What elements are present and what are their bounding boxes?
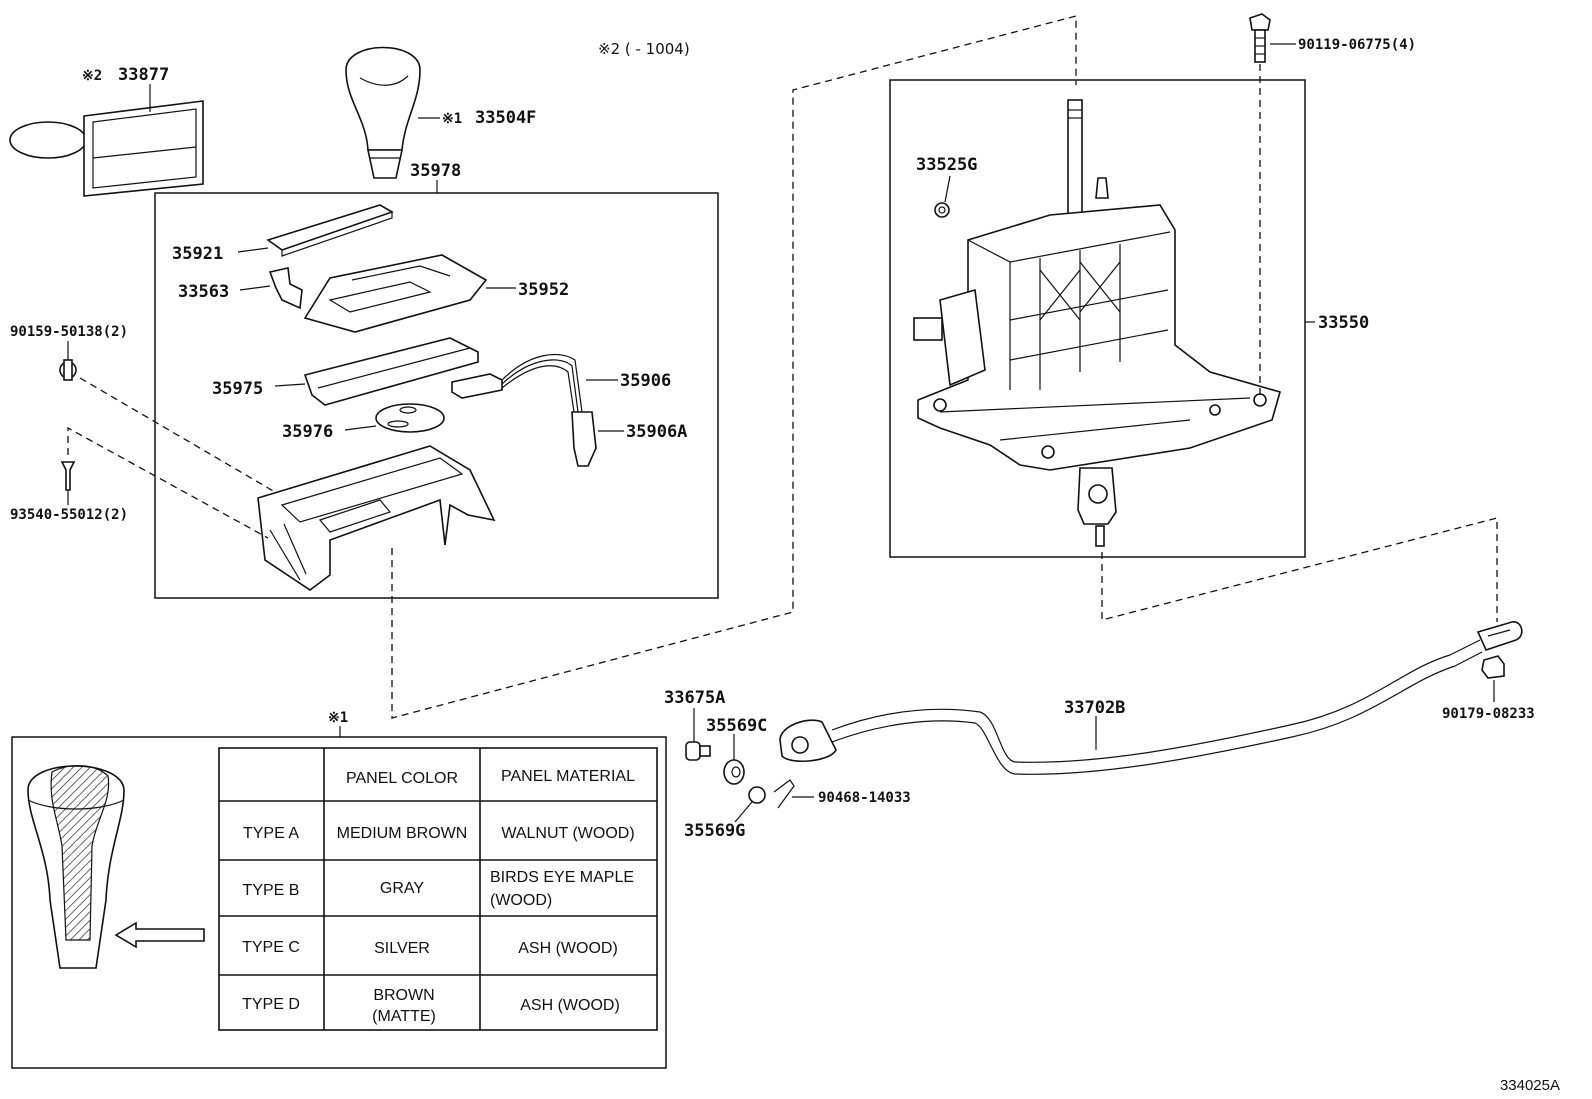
part-35921 [266, 204, 394, 257]
table-row-a-material: WALNUT (WOOD) [501, 825, 634, 842]
callout-35921: 35921 [172, 244, 223, 264]
part-33525G-washer [934, 202, 950, 218]
part-33504F-knob [345, 46, 421, 179]
table-header-panel-color: PANEL COLOR [346, 770, 458, 787]
callout-33525G: 33525G [916, 155, 977, 175]
part-35975 [303, 337, 479, 406]
table-row-b-type: TYPE B [243, 882, 300, 899]
part-90119-bolt [1249, 13, 1271, 63]
part-33702B-cable [779, 621, 1523, 775]
part-93540-screw [60, 461, 76, 491]
part-35569G [748, 786, 766, 804]
callout-90468: 90468-14033 [818, 790, 911, 806]
table-row-b-color: GRAY [380, 880, 424, 897]
part-33550-shifter [913, 99, 1281, 547]
callout-35906A: 35906A [626, 422, 687, 442]
panel-type-table: PANEL COLOR PANEL MATERIAL TYPE A MEDIUM… [218, 747, 658, 1031]
callout-90119: 90119-06775(4) [1298, 37, 1416, 53]
table-row-a-color: MEDIUM BROWN [337, 825, 468, 842]
detail-knob-illustration [27, 765, 125, 969]
header-note: ※2 ( - 1004) [598, 40, 690, 58]
detail-box [11, 736, 667, 1069]
callout-35569C: 35569C [706, 716, 767, 736]
part-35569C [723, 759, 745, 785]
part-33563 [268, 267, 303, 310]
callout-33877: 33877 [118, 65, 169, 85]
table-row-d-material: ASH (WOOD) [520, 997, 620, 1014]
callout-33504F: 33504F [475, 108, 536, 128]
part-90159-bolt [59, 359, 77, 381]
table-header-panel-material: PANEL MATERIAL [501, 768, 635, 785]
table-row-c-material: ASH (WOOD) [518, 940, 618, 957]
part-90468-clip [773, 779, 795, 809]
table-row-c-color: SILVER [374, 940, 430, 957]
table-row-b-material-line2: (WOOD) [490, 892, 552, 909]
callout-33550: 33550 [1318, 313, 1369, 333]
callout-33702B: 33702B [1064, 698, 1125, 718]
callout-35952: 35952 [518, 280, 569, 300]
callout-35975: 35975 [212, 379, 263, 399]
part-35976 [375, 403, 445, 433]
callout-35569G: 35569G [684, 821, 745, 841]
callout-93540: 93540-55012(2) [10, 507, 128, 523]
callout-35978: 35978 [410, 161, 461, 181]
table-row-d-type: TYPE D [242, 996, 300, 1013]
assembly-box-33550 [889, 79, 1306, 558]
table-row-d-color-line2: (MATTE) [372, 1008, 436, 1025]
callout-90159: 90159-50138(2) [10, 324, 128, 340]
diagram-code: 334025A [1500, 1077, 1560, 1094]
part-35952 [303, 254, 488, 333]
part-33675A [685, 741, 711, 761]
callout-90179: 90179-08233 [1442, 706, 1535, 722]
arrow-icon [114, 921, 205, 949]
callout-33877-prefix: ※2 [82, 68, 102, 84]
table-row-c-type: TYPE C [242, 939, 300, 956]
callout-33504F-prefix: ※1 [442, 111, 462, 127]
table-row-a-type: TYPE A [243, 825, 299, 842]
table-row-b-material-line1: BIRDS EYE MAPLE [490, 869, 634, 886]
callout-35976: 35976 [282, 422, 333, 442]
callout-33563: 33563 [178, 282, 229, 302]
part-lower-housing [257, 445, 496, 591]
part-33877-plate [9, 100, 204, 197]
detail-marker: ※1 [328, 710, 348, 726]
callout-33675A: 33675A [664, 688, 725, 708]
callout-35906: 35906 [620, 371, 671, 391]
part-90179-nut [1481, 655, 1505, 679]
table-row-d-color-line1: BROWN [373, 987, 434, 1004]
part-35906-harness [451, 354, 597, 467]
